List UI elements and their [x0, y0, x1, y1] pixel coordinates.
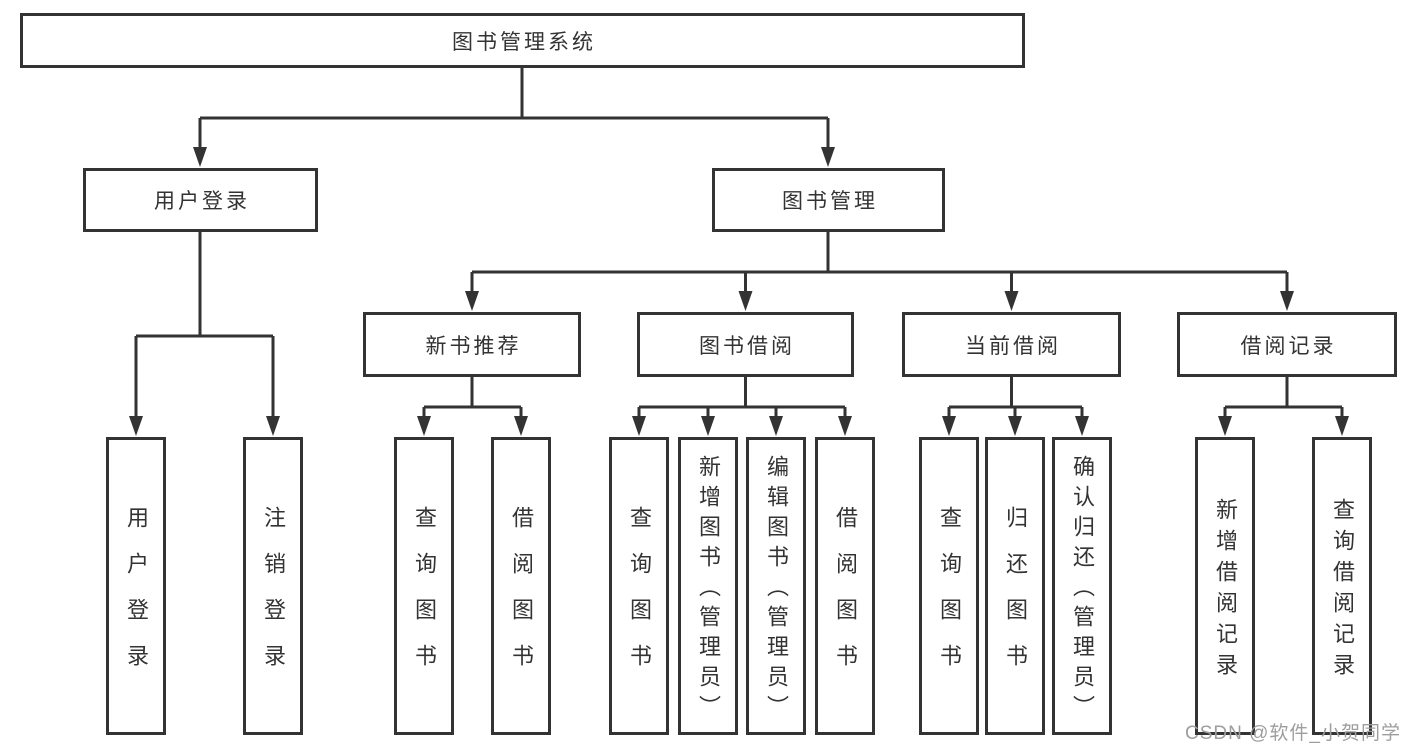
node-label: 编辑图书（管理员）: [764, 455, 789, 725]
leaf-search-borrow-record: 查询借阅记录: [1312, 437, 1372, 735]
leaf-search-books: 查询图书: [919, 437, 979, 735]
node-label: 注销登录: [261, 506, 286, 690]
node-label: 查询图书: [937, 506, 962, 690]
leaf-search-books: 查询图书: [394, 437, 454, 735]
node-library-management-system: 图书管理系统: [20, 13, 1025, 68]
leaf-return-books: 归还图书: [985, 437, 1045, 735]
node-label: 图书管理系统: [452, 30, 596, 54]
node-label: 图书借阅: [699, 334, 795, 358]
node-new-book-recommendation: 新书推荐: [363, 312, 581, 377]
node-book-borrowing: 图书借阅: [637, 312, 854, 377]
node-label: 借阅图书: [509, 506, 534, 690]
node-borrowing-records: 借阅记录: [1177, 312, 1397, 377]
node-label: 用户登录: [154, 190, 250, 213]
leaf-confirm-return-admin: 确认归还（管理员）: [1052, 437, 1112, 735]
node-label: 确认归还（管理员）: [1070, 455, 1095, 725]
leaf-borrow-books: 借阅图书: [815, 437, 875, 735]
leaf-logout: 注销登录: [243, 437, 303, 735]
leaf-user-login: 用户登录: [106, 437, 166, 735]
leaf-edit-books-admin: 编辑图书（管理员）: [746, 437, 806, 735]
leaf-search-books: 查询图书: [609, 437, 669, 735]
leaf-add-books-admin: 新增图书（管理员）: [678, 437, 738, 735]
node-user-login: 用户登录: [83, 168, 318, 232]
node-label: 查询图书: [627, 506, 652, 690]
leaf-borrow-books: 借阅图书: [491, 437, 551, 735]
node-book-management: 图书管理: [712, 168, 945, 232]
node-label: 查询图书: [412, 506, 437, 690]
node-label: 新书推荐: [425, 334, 522, 358]
leaf-add-borrow-record: 新增借阅记录: [1195, 437, 1255, 735]
node-label: 图书管理: [782, 190, 878, 213]
node-label: 新增图书（管理员）: [696, 455, 721, 725]
node-label: 用户登录: [124, 506, 149, 690]
node-label: 当前借阅: [965, 334, 1061, 358]
csdn-watermark: CSDN @软件_小贺同学: [1185, 723, 1401, 744]
node-label: 查询借阅记录: [1330, 497, 1355, 684]
node-label: 借阅图书: [833, 506, 858, 690]
node-label: 借阅记录: [1240, 334, 1337, 358]
node-label: 新增借阅记录: [1213, 497, 1238, 684]
node-current-borrowing: 当前借阅: [902, 312, 1121, 377]
node-label: 归还图书: [1003, 506, 1028, 690]
